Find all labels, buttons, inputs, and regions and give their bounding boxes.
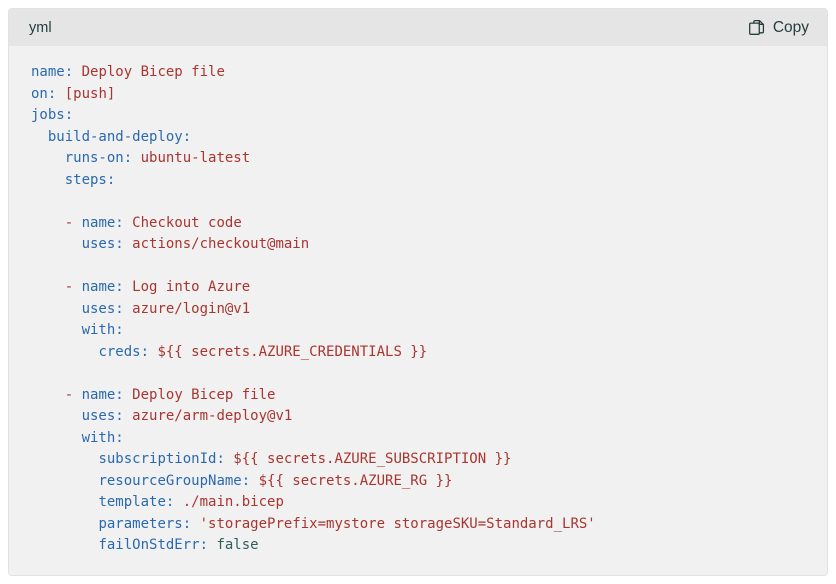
code-line: - name: Deploy Bicep file: [31, 385, 809, 407]
code-token: actions/checkout@main: [123, 236, 310, 252]
code-token: uses:: [81, 236, 124, 252]
code-token: failOnStdErr:: [98, 537, 209, 553]
code-token: on:: [31, 85, 57, 102]
code-token: Log into Azure: [123, 279, 251, 295]
code-line: - name: Checkout code: [31, 213, 809, 235]
code-token: -: [64, 214, 74, 231]
code-token: build-and-deploy:: [47, 128, 192, 145]
code-token: [31, 236, 82, 252]
code-token: name:: [81, 386, 124, 403]
copy-button[interactable]: Copy: [746, 17, 811, 38]
code-line: steps:: [31, 170, 809, 192]
code-token: [31, 215, 65, 231]
code-block-header: yml Copy: [9, 9, 827, 46]
code-token: [73, 215, 81, 231]
code-token: [31, 322, 82, 338]
code-token: ubuntu-latest: [132, 150, 251, 166]
code-line: with:: [31, 428, 809, 450]
code-token: -: [64, 279, 74, 295]
code-token: [push]: [56, 85, 116, 102]
copy-pages-icon: [748, 19, 765, 36]
code-token: [31, 451, 98, 467]
code-line: [31, 256, 809, 278]
code-token: [31, 408, 82, 424]
code-token: Checkout code: [123, 214, 242, 231]
code-line: subscriptionId: ${{ secrets.AZURE_SUBSCR…: [31, 449, 809, 471]
code-token: [73, 279, 81, 295]
code-token: parameters:: [98, 515, 192, 532]
code-token: ${{ secrets.AZURE_CREDENTIALS }}: [149, 343, 428, 360]
code-token: Deploy Bicep file: [123, 386, 276, 403]
code-line: uses: actions/checkout@main: [31, 234, 809, 256]
code-token: [31, 172, 65, 188]
code-token: ${{ secrets.AZURE_SUBSCRIPTION }}: [224, 451, 512, 467]
code-line: runs-on: ubuntu-latest: [31, 148, 809, 170]
code-line: resourceGroupName: ${{ secrets.AZURE_RG …: [31, 471, 809, 493]
code-token: [31, 473, 98, 489]
code-token: 'storagePrefix=mystore storageSKU=Standa…: [191, 515, 596, 532]
code-token: ${{ secrets.AZURE_RG }}: [250, 472, 453, 489]
code-line: failOnStdErr: false: [31, 535, 809, 557]
code-token: [31, 516, 98, 532]
code-token: subscriptionId:: [98, 451, 225, 467]
code-token: [31, 129, 48, 145]
code-token: with:: [81, 322, 124, 338]
code-token: jobs:: [31, 107, 74, 123]
code-token: uses:: [81, 300, 124, 317]
code-token: ./main.bicep: [174, 494, 284, 510]
code-line: name: Deploy Bicep file: [31, 62, 809, 84]
code-token: azure/arm-deploy@v1: [123, 408, 293, 424]
code-token: [31, 301, 82, 317]
code-token: name:: [31, 64, 74, 80]
code-token: resourceGroupName:: [98, 472, 251, 489]
code-token: template:: [98, 494, 175, 510]
code-token: [31, 279, 65, 295]
code-line: uses: azure/arm-deploy@v1: [31, 406, 809, 428]
code-token: steps:: [64, 171, 116, 188]
code-line: uses: azure/login@v1: [31, 299, 809, 321]
code-line: parameters: 'storagePrefix=mystore stora…: [31, 514, 809, 536]
code-token: with:: [81, 429, 124, 446]
code-token: [31, 537, 98, 553]
code-line: with:: [31, 320, 809, 342]
code-line: creds: ${{ secrets.AZURE_CREDENTIALS }}: [31, 342, 809, 364]
code-token: -: [64, 386, 74, 403]
code-token: creds:: [98, 343, 150, 360]
code-line: template: ./main.bicep: [31, 492, 809, 514]
code-token: [31, 494, 98, 510]
code-token: azure/login@v1: [123, 300, 251, 317]
code-token: [31, 150, 65, 166]
code-line: on: [push]: [31, 84, 809, 106]
code-line: jobs:: [31, 105, 809, 127]
code-token: runs-on:: [64, 150, 133, 166]
code-line: [31, 191, 809, 213]
code-token: Deploy Bicep file: [73, 64, 225, 80]
code-token: [31, 430, 82, 446]
code-token: [31, 344, 98, 360]
code-token: name:: [81, 214, 124, 231]
code-token: false: [208, 537, 259, 553]
code-token: uses:: [81, 408, 124, 424]
code-line: build-and-deploy:: [31, 127, 809, 149]
code-line: [31, 363, 809, 385]
language-label: yml: [29, 19, 52, 36]
code-token: name:: [81, 279, 124, 295]
copy-button-label: Copy: [772, 18, 809, 36]
code-token: [31, 387, 65, 403]
code-token: [73, 387, 81, 403]
code-line: - name: Log into Azure: [31, 277, 809, 299]
